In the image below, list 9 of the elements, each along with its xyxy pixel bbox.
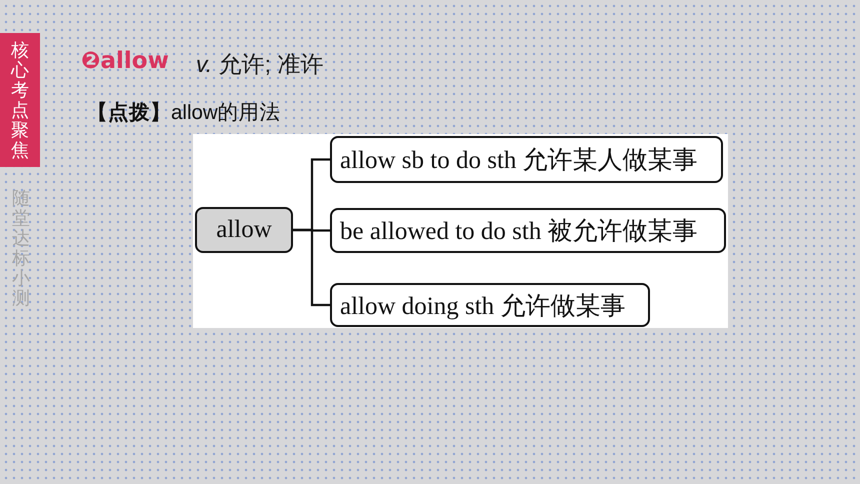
phrase-box: be allowed to do sth 被允许做某事 <box>330 208 726 253</box>
definition-text: v. 允许; 准许 <box>196 50 324 79</box>
keyword-box: allow <box>195 207 293 253</box>
phrase-box: allow doing sth 允许做某事 <box>330 283 650 327</box>
subheading: 【点拨】allow的用法 <box>87 100 281 126</box>
phrase-box: allow sb to do sth 允许某人做某事 <box>330 136 723 183</box>
connector-line <box>293 228 330 306</box>
section-tab: 核心考点聚焦 <box>0 33 40 167</box>
headword: ❷allow <box>81 48 169 74</box>
